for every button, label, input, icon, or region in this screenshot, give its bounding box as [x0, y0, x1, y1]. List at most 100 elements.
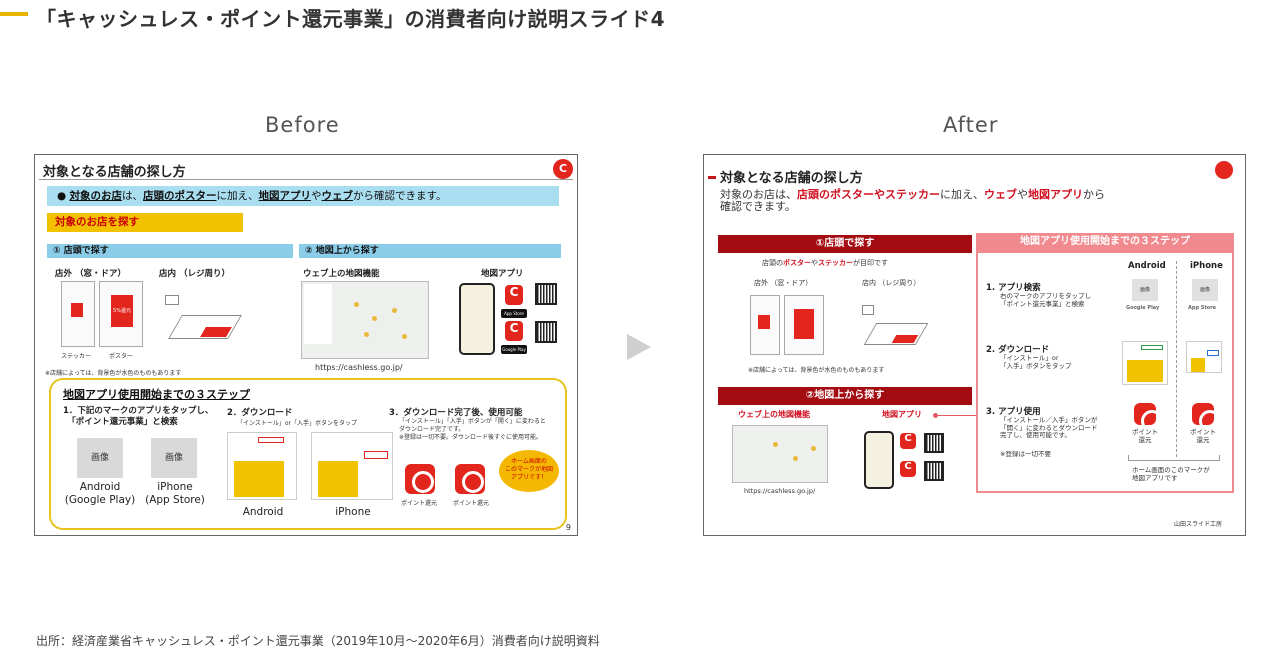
- map-pin-icon: [402, 334, 407, 339]
- map-pin-icon: [392, 308, 397, 313]
- before-title-divider: [39, 179, 573, 180]
- point-return-app-icon: [455, 464, 485, 494]
- map-pin-icon: [793, 456, 798, 461]
- iphone-column-label: iPhone: [1190, 261, 1223, 271]
- step1-text: 1．下記のマークのアプリをタップし、 「ポイント還元事業」と検索: [63, 406, 214, 427]
- before-after-arrow-icon: [627, 334, 651, 360]
- step2-sub: 「インストール」or「入手」ボタンをタップ: [237, 420, 358, 427]
- after-title-accent: [708, 176, 716, 179]
- app-icon: C: [505, 285, 523, 305]
- point-return-app-icon: [1134, 403, 1163, 432]
- after-label: After: [943, 113, 999, 137]
- register-sticker-image: [891, 335, 919, 343]
- desc-text: 確認できます。: [720, 200, 796, 213]
- points-label-1: ポイント還元: [401, 500, 438, 507]
- map-pin-icon: [354, 302, 359, 307]
- desc-poster-sticker: 店頭のポスターやステッカー: [797, 188, 940, 201]
- desc-text: 対象のお店は、: [720, 188, 797, 201]
- google-play-label: Google Play: [1126, 305, 1160, 311]
- sub-sticker: ステッカー: [818, 259, 853, 267]
- after-footer-logo: 山田スライド工房: [1174, 521, 1223, 528]
- android-column-label: Android: [1128, 261, 1166, 271]
- desc-web: ウェブ: [984, 188, 1017, 201]
- app-icon: C: [900, 461, 916, 477]
- point-return-app-icon: [1192, 403, 1221, 432]
- home-screen-bubble: ホーム画面の このマークが地図 アプリです！: [499, 450, 559, 492]
- find-stores-label: 対象のお店を探す: [47, 213, 243, 232]
- summary-poster: 店頭のポスター: [143, 190, 217, 202]
- source-note: 出所：経済産業省キャッシュレス・ポイント還元事業（2019年10月〜2020年6…: [36, 634, 600, 648]
- android-caption: Android (Google Play): [64, 481, 136, 506]
- before-label: Before: [265, 113, 340, 137]
- app-store-label: App Store: [1188, 305, 1217, 311]
- summary-target-stores: 対象のお店: [69, 190, 123, 202]
- step3-text: 3．ダウンロード完了後、使用可能: [389, 408, 523, 418]
- map-sidebar: [304, 284, 332, 344]
- phone-mockup: [459, 283, 495, 355]
- web-map-label: ウェブ上の地図機能: [303, 269, 380, 279]
- title-accent-bar: [0, 12, 28, 16]
- app-icon: C: [900, 433, 916, 449]
- points-label-2: ポイント 還元: [1190, 428, 1216, 444]
- summary-map-app: 地図アプリ: [258, 190, 312, 202]
- page-title: 「キャッシュレス・ポイント還元事業」の消費者向け説明スライド4: [36, 7, 666, 31]
- after-slide-title: 対象となる店舗の探し方: [720, 171, 863, 186]
- qr-code: [535, 283, 557, 305]
- summary-text: や: [311, 190, 322, 202]
- before-url: https://cashless.go.jp/: [315, 363, 403, 372]
- register-illustration: [165, 295, 179, 305]
- android-image-placeholder: 画像: [1132, 279, 1158, 301]
- step2-text: 2．ダウンロード: [227, 408, 293, 418]
- summary-text: は、: [122, 190, 144, 202]
- qr-code: [924, 461, 944, 481]
- steps-header: 地図アプリ使用開始までの３ステップ: [976, 233, 1234, 251]
- iphone-image-placeholder: 画像: [1192, 279, 1218, 301]
- desc-text: や: [1017, 188, 1028, 201]
- map-search-header: ②地図上から探す: [718, 387, 972, 405]
- after-web-map-label: ウェブ上の地図機能: [738, 410, 810, 419]
- sticker-image: [758, 315, 770, 329]
- android-download-screenshot: [227, 432, 297, 500]
- in-store-sub: 店頭のポスターやステッカーが目印です: [762, 259, 888, 267]
- summary-text: から確認できます。: [353, 190, 447, 202]
- phone-mockup: [864, 431, 894, 489]
- sticker-caption: ステッカー: [61, 353, 92, 360]
- desc-map-app: 地図アプリ: [1028, 188, 1083, 201]
- after-step1-sub: 右のマークのアプリをタップし 「ポイント還元事業」と検索: [1000, 292, 1091, 308]
- iphone-image-placeholder: 画像: [151, 438, 197, 478]
- after-note: ※店舗によっては、背景色が水色のものもあります: [748, 367, 885, 374]
- map-pin-icon: [811, 446, 816, 451]
- iphone-caption: iPhone (App Store): [145, 481, 205, 506]
- column-divider: [1176, 261, 1177, 457]
- cashless-logo-icon: C: [553, 159, 573, 179]
- slide-page-number: 9: [565, 523, 571, 532]
- poster-image: 5%還元: [111, 295, 133, 327]
- after-description: 対象のお店は、店頭のポスターやステッカーに加え、ウェブや地図アプリから確認できま…: [720, 189, 1220, 213]
- after-step3: 3. アプリ使用: [986, 407, 1041, 417]
- android-image-placeholder: 画像: [77, 438, 123, 478]
- android-download-screenshot: [1122, 341, 1168, 385]
- desc-text: に加え、: [940, 188, 984, 201]
- points-label-2: ポイント還元: [453, 500, 490, 507]
- outside-label: 店外 （窓・ドア）: [55, 269, 126, 279]
- web-map-screenshot: [732, 425, 828, 483]
- after-step2: 2. ダウンロード: [986, 345, 1050, 355]
- inside-label: 店内 （レジ周り）: [159, 269, 230, 279]
- after-step2-sub: 「インストール」or 「入手」ボタンをタップ: [1000, 354, 1072, 370]
- summary-web: ウェブ: [321, 190, 354, 202]
- sub-text: が目印です: [853, 259, 888, 267]
- qr-code: [924, 433, 944, 453]
- before-slide: 対象となる店舗の探し方 C ● 対象のお店は、店頭のポスターに加え、地図アプリや…: [34, 154, 578, 536]
- iphone-download-screenshot: [311, 432, 393, 500]
- before-note: ※店舗によっては、背景色が水色のものもあります: [45, 370, 182, 377]
- point-return-app-icon: [405, 464, 435, 494]
- home-screen-note: ホーム画面のこのマークが 地図アプリです: [1132, 466, 1210, 482]
- summary-text: に加え、: [216, 190, 259, 202]
- map-app-label: 地図アプリ: [481, 269, 524, 279]
- connector-dot: [933, 413, 938, 418]
- app-store-badge: App Store: [501, 309, 527, 318]
- steps-box: 地図アプリ使用開始までの３ステップ 1．下記のマークのアプリをタップし、 「ポイ…: [49, 378, 567, 530]
- google-play-badge: Google Play: [501, 345, 527, 354]
- qr-code: [535, 321, 557, 343]
